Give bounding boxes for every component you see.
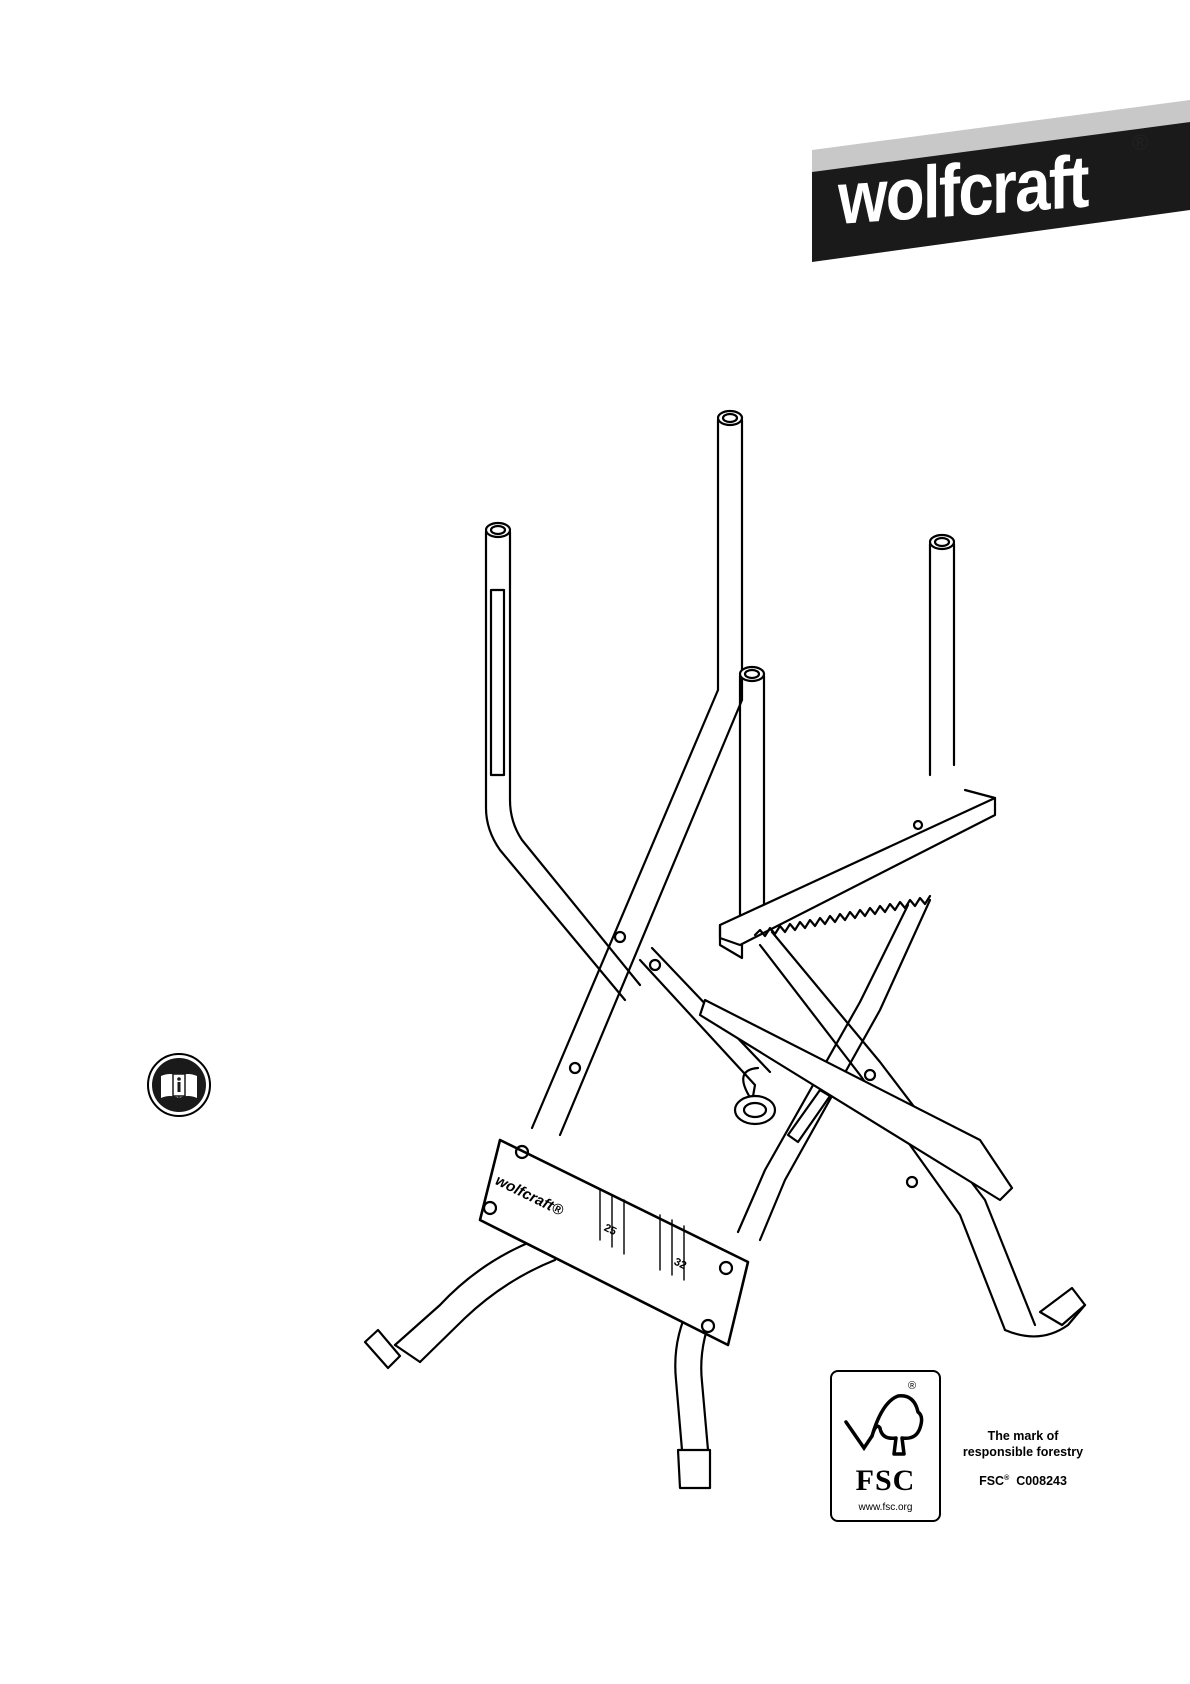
fsc-caption-line2: responsible forestry [948,1445,1098,1460]
center-tall-tube [532,411,742,1135]
front-left-leg [365,1240,555,1368]
read-manual-info-icon [146,1052,212,1118]
front-short-tube [740,667,764,925]
fsc-url: www.fsc.org [832,1502,939,1513]
fsc-tree-checkmark-icon [842,1382,932,1462]
fsc-logo-box: ® FSC www.fsc.org [830,1370,941,1522]
right-rear-foot [1005,1288,1085,1336]
fsc-wordmark: FSC [832,1464,939,1498]
fsc-code-prefix: FSC [979,1474,1004,1488]
saw-bracket [720,790,995,958]
fsc-code-registered: ® [1004,1475,1009,1482]
fsc-code-number: C008243 [1016,1474,1067,1488]
fsc-registered-mark: ® [908,1380,916,1392]
front-plate [480,1140,748,1345]
fsc-caption-line1: The mark of [948,1429,1098,1444]
fsc-license-code: FSC® C008243 [948,1474,1098,1488]
